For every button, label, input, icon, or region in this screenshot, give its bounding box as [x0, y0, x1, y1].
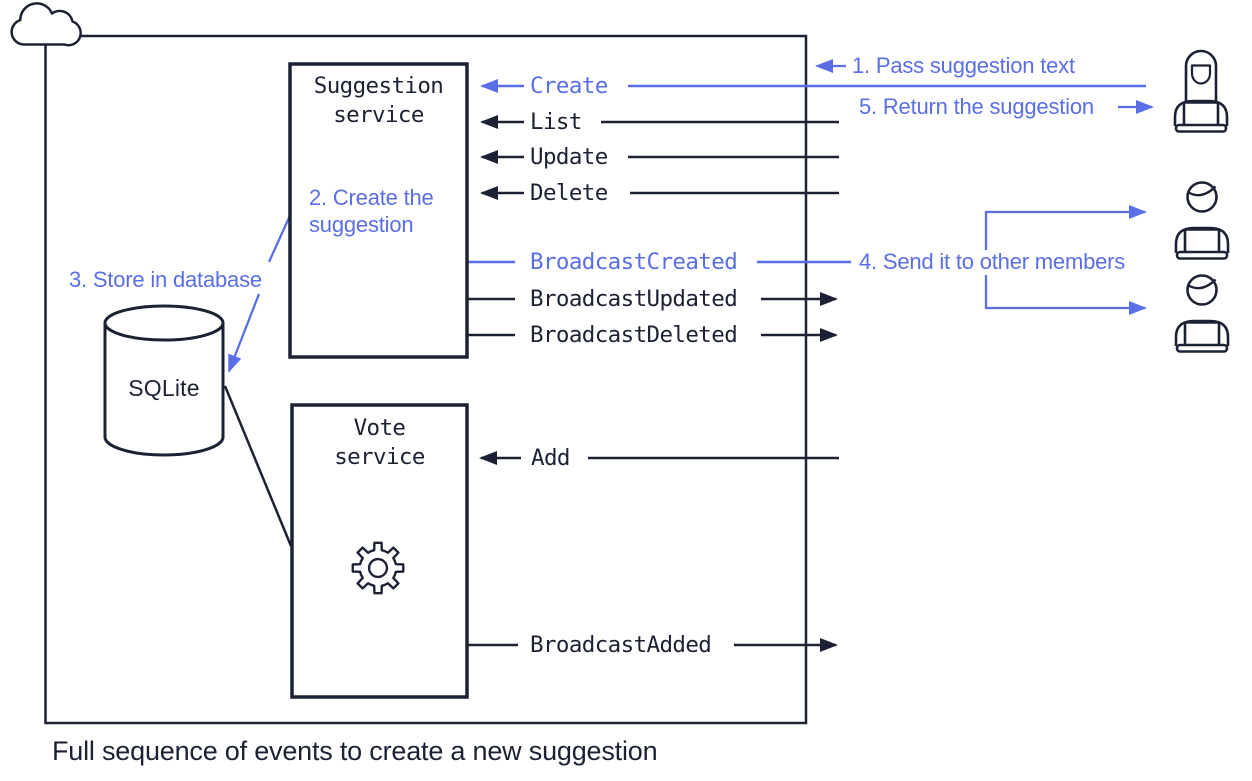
step1-note: 1. Pass suggestion text [852, 53, 1075, 78]
op-add-label: Add [531, 445, 570, 471]
vote-service-title: Vote service [334, 415, 425, 470]
suggestion-service-title: Suggestion service [313, 73, 444, 128]
suggestion-inbound-arrows [480, 79, 1146, 200]
db-vote-connector [223, 385, 293, 547]
step5-note: 5. Return the suggestion [859, 94, 1094, 119]
step4-branch-bottom [984, 275, 1147, 315]
database-label: SQLite [128, 375, 200, 401]
op-broadcast-deleted-label: BroadcastDeleted [530, 322, 738, 348]
op-broadcast-updated-label: BroadcastUpdated [530, 286, 738, 312]
step-annotation-lines [227, 59, 1154, 373]
user-man-laptop-icon-2 [1176, 276, 1228, 352]
user-man-laptop-icon [1176, 183, 1228, 259]
op-update-label: Update [530, 144, 608, 170]
gear-icon [351, 541, 405, 595]
store-in-db-arrow [227, 293, 261, 373]
database-cylinder [103, 304, 225, 457]
step3-note: 3. Store in database [69, 267, 262, 292]
suggestion-outbound-arrows [467, 260, 851, 342]
step4-note: 4. Send it to other members [856, 250, 1129, 274]
op-list-label: List [530, 109, 582, 135]
diagram-caption: Full sequence of events to create a new … [52, 736, 658, 766]
user-woman-laptop-icon [1175, 51, 1227, 132]
step4-branch-top [984, 205, 1147, 250]
op-create-label: Create [530, 73, 608, 99]
step2-to-db-line [267, 210, 294, 263]
op-delete-label: Delete [530, 180, 608, 206]
step2-note: 2. Create the suggestion [309, 185, 434, 237]
op-broadcast-created-label: BroadcastCreated [530, 249, 738, 275]
op-broadcast-added-label: BroadcastAdded [530, 632, 712, 658]
system-boundary [44, 34, 808, 725]
cloud-icon [10, 2, 82, 47]
vote-arrows [467, 451, 839, 652]
suggestion-service-box [288, 62, 469, 359]
